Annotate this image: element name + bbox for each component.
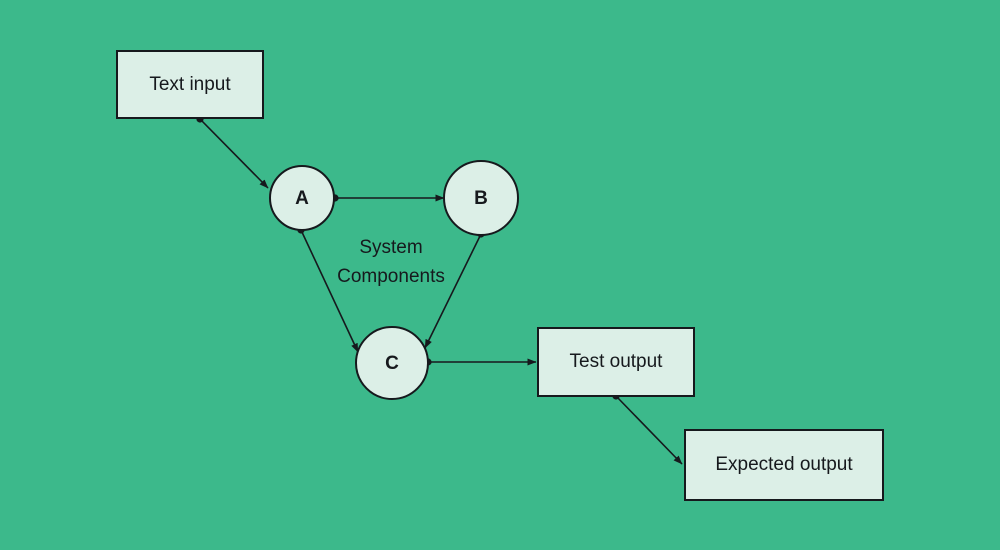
node-label: Test output xyxy=(570,351,664,372)
edge-test-output-to-expected-output xyxy=(612,392,683,465)
node-label: Expected output xyxy=(715,454,853,475)
node-label: B xyxy=(474,188,488,209)
node-label: C xyxy=(385,353,399,374)
system-components-label: System Components xyxy=(337,237,445,287)
edge-a-to-b xyxy=(331,194,445,202)
group-label-line-2: Components xyxy=(337,266,445,287)
node-circle-shape[interactable] xyxy=(443,160,519,236)
edge-c-to-test-output xyxy=(424,358,537,366)
group-label-line-1: System xyxy=(359,237,422,258)
node-box-shape[interactable] xyxy=(116,50,264,119)
edge-text-input-to-a xyxy=(196,115,269,189)
edge-b-to-c xyxy=(424,230,485,349)
edge-line xyxy=(424,233,482,349)
edges-layer xyxy=(196,115,683,465)
edge-line xyxy=(615,395,683,465)
edge-a-to-c xyxy=(297,226,359,353)
node-text-input[interactable]: Text input xyxy=(116,50,264,119)
node-label: A xyxy=(295,188,309,209)
node-b[interactable]: B xyxy=(443,160,519,236)
edge-line xyxy=(199,118,269,189)
node-test-output[interactable]: Test output xyxy=(537,327,695,397)
node-box-shape[interactable] xyxy=(684,429,884,501)
node-expected-output[interactable]: Expected output xyxy=(684,429,884,501)
node-circle-shape[interactable] xyxy=(269,165,335,231)
node-circle-shape[interactable] xyxy=(355,326,429,400)
edge-line xyxy=(300,229,359,353)
node-c[interactable]: C xyxy=(355,326,429,400)
node-a[interactable]: A xyxy=(269,165,335,231)
node-label: Text input xyxy=(149,74,231,95)
node-box-shape[interactable] xyxy=(537,327,695,397)
